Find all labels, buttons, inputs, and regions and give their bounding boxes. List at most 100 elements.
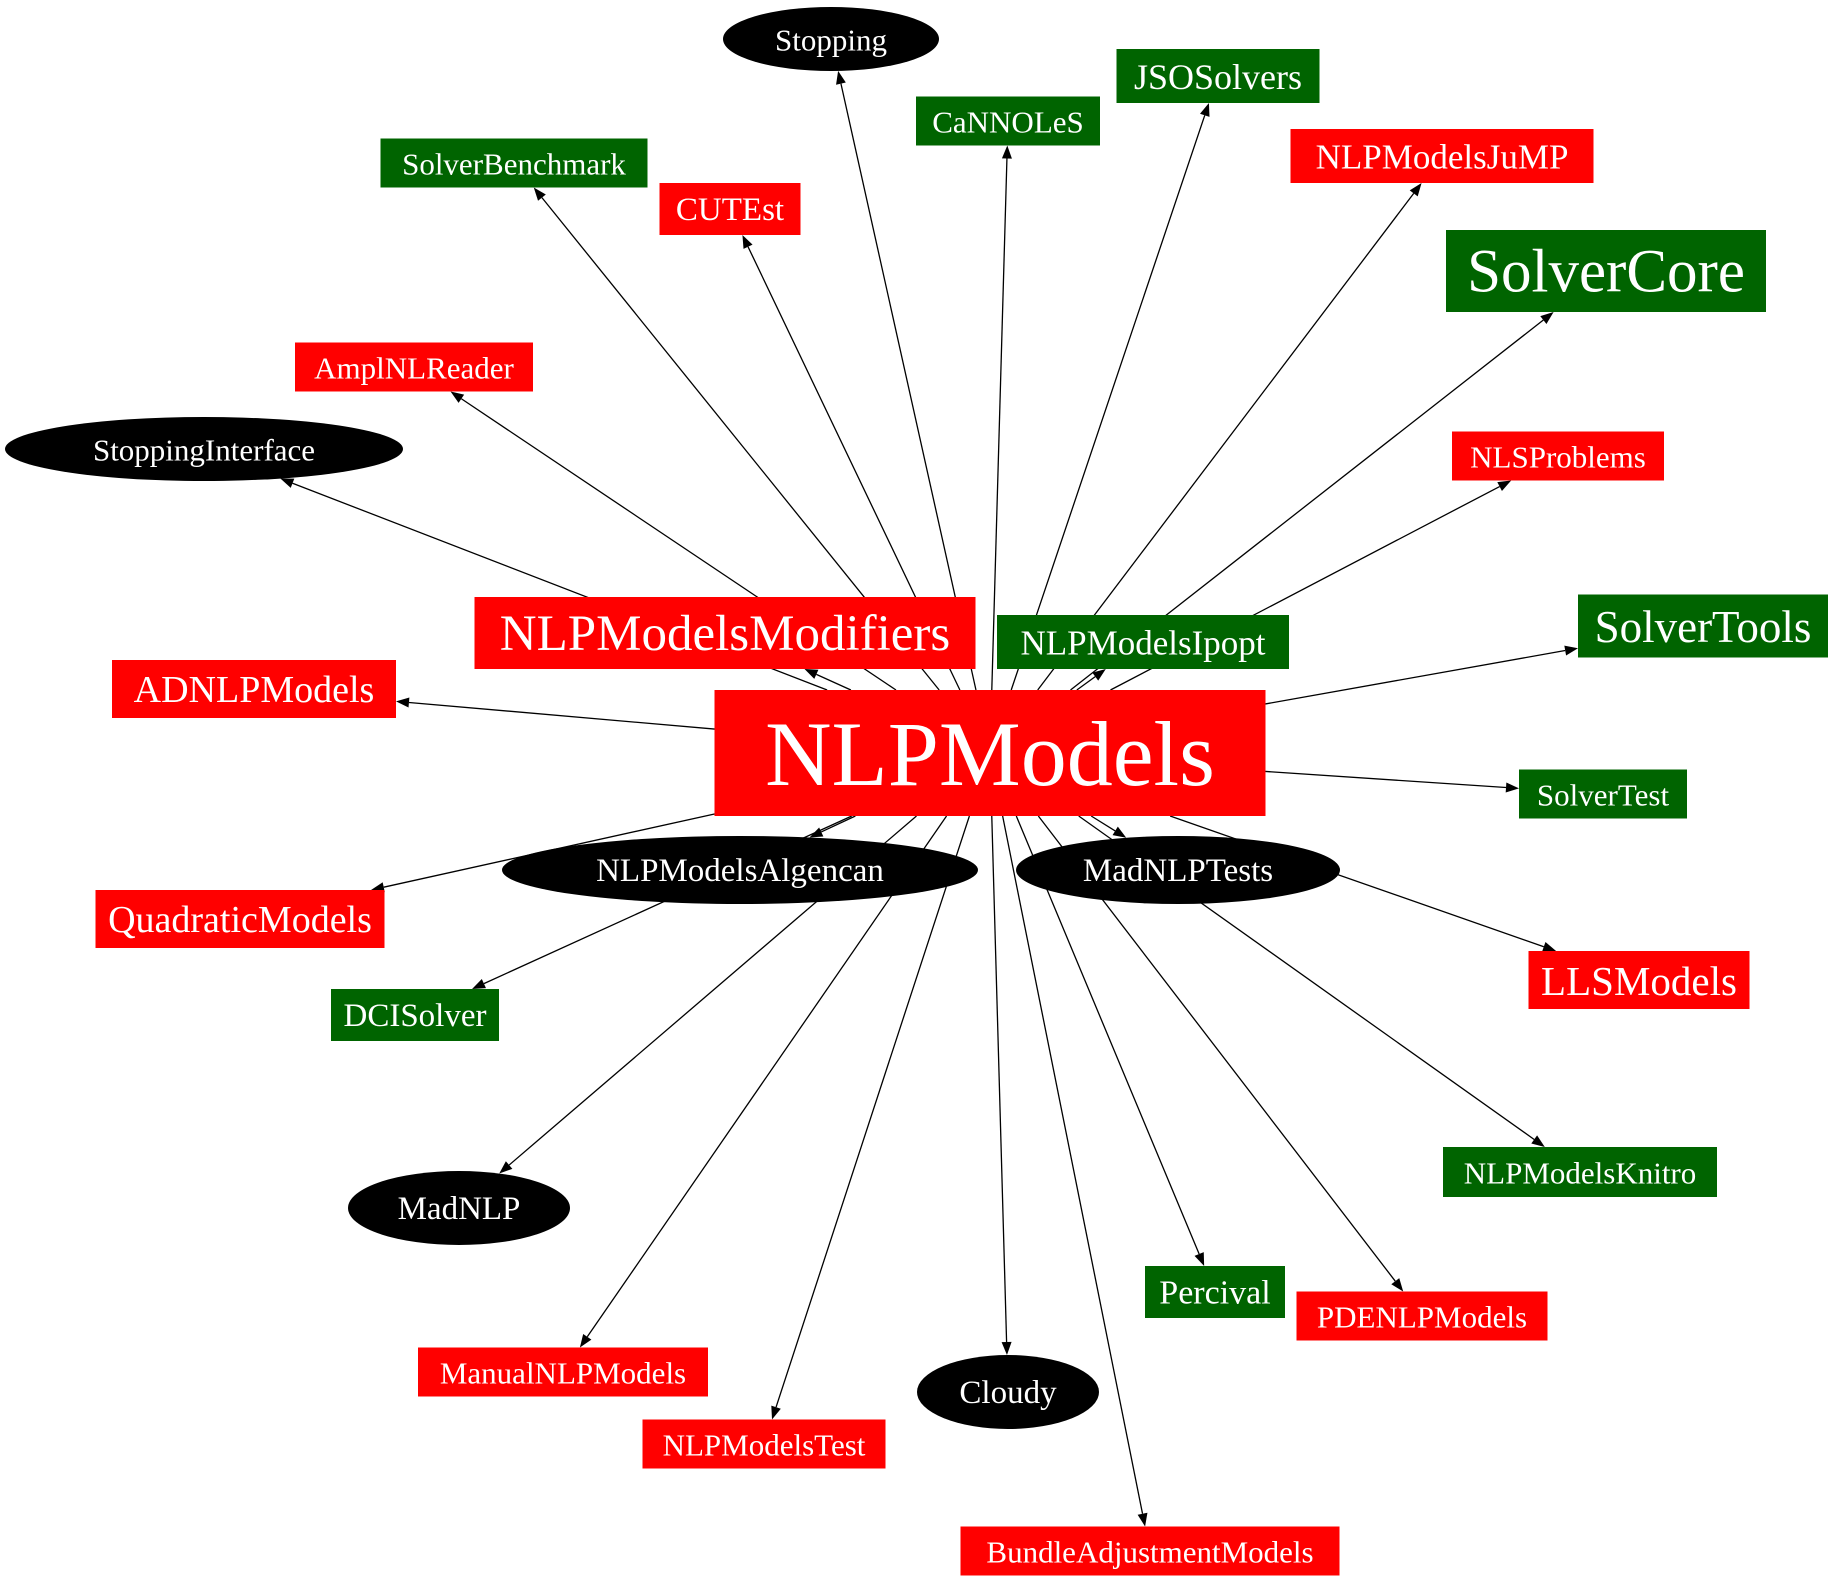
node-solvertest: SolverTest <box>1519 769 1687 819</box>
node-stopping: Stopping <box>723 7 939 71</box>
node-jsosolvers: JSOSolvers <box>1116 49 1320 103</box>
arrowhead-icon <box>1505 782 1519 793</box>
node-nlpmodelsmodifiers: NLPModelsModifiers <box>474 597 976 669</box>
node-label: NLPModels <box>765 703 1215 805</box>
edge-nlpmodels-nlpmodelstest <box>771 815 971 1420</box>
node-label: ADNLPModels <box>134 669 375 711</box>
node-shape <box>723 7 939 71</box>
node-label: NLPModelsIpopt <box>1021 624 1266 663</box>
node-dcisolver: DCISolver <box>331 989 499 1041</box>
node-shape <box>502 836 978 904</box>
edge-line <box>1001 815 1144 1514</box>
node-label: NLPModelsKnitro <box>1464 1156 1697 1191</box>
node-shape <box>1443 1147 1717 1197</box>
edge-nlpmodels-llsmodels <box>1169 815 1557 952</box>
node-shape <box>418 1347 708 1397</box>
node-cutest: CUTEst <box>659 183 801 235</box>
node-shape <box>1446 230 1766 312</box>
node-quadraticmodels: QuadraticModels <box>95 890 385 948</box>
edge-line <box>1037 192 1415 691</box>
arrowhead-icon <box>1112 826 1127 838</box>
edge-line <box>1169 815 1545 948</box>
node-label: MadNLP <box>398 1191 521 1227</box>
edge-nlpmodels-cannoles <box>991 145 1012 691</box>
node-nlpmodelsalgencan: NLPModelsAlgencan <box>502 836 978 904</box>
arrowhead-icon <box>1391 1278 1404 1292</box>
node-label: Cloudy <box>959 1375 1057 1411</box>
node-nlpmodelsknitro: NLPModelsKnitro <box>1443 1147 1717 1197</box>
node-shape <box>95 890 385 948</box>
node-nlpmodelstest: NLPModelsTest <box>642 1419 886 1469</box>
node-label: BundleAdjustmentModels <box>986 1535 1313 1570</box>
arrowhead-icon <box>1092 669 1106 681</box>
arrowhead-icon <box>1497 480 1512 491</box>
node-label: CUTEst <box>676 192 784 228</box>
node-label: LLSModels <box>1541 958 1737 1004</box>
node-shape <box>1528 951 1750 1009</box>
node-label: SolverTools <box>1595 602 1812 652</box>
node-label: NLPModelsJuMP <box>1316 138 1569 177</box>
arrowhead-icon <box>396 697 410 708</box>
arrowhead-icon <box>804 669 819 679</box>
node-label: Stopping <box>775 23 887 58</box>
node-shape <box>714 690 1266 816</box>
arrowhead-icon <box>579 1333 592 1348</box>
node-label: DCISolver <box>344 998 487 1034</box>
node-label: Percival <box>1159 1275 1270 1312</box>
arrowhead-icon <box>1194 1252 1205 1266</box>
edge-line <box>991 158 1008 691</box>
node-cannoles: CaNNOLeS <box>916 96 1100 146</box>
edge-nlpmodels-nlpmodelsmodifiers <box>804 669 852 691</box>
node-label: QuadraticModels <box>108 899 372 941</box>
node-label: NLPModelsModifiers <box>500 606 950 662</box>
node-label: StoppingInterface <box>93 433 315 468</box>
node-shape <box>659 183 801 235</box>
edge-nlpmodels-solvertools <box>1265 645 1578 705</box>
node-shape <box>917 1355 1099 1429</box>
node-label: MadNLPTests <box>1083 853 1273 889</box>
node-stoppinginterface: StoppingInterface <box>5 417 403 481</box>
node-shape <box>1290 129 1594 183</box>
arrowhead-icon <box>1542 941 1557 952</box>
node-amplnlreader: AmplNLReader <box>295 342 533 392</box>
arrowhead-icon <box>1137 1512 1148 1527</box>
arrowhead-icon <box>450 391 465 403</box>
node-solverbenchmark: SolverBenchmark <box>380 138 648 188</box>
edge-nlpmodels-jsosolvers <box>1010 103 1210 691</box>
node-shape <box>997 615 1289 669</box>
node-label: PDENLPModels <box>1317 1300 1527 1335</box>
node-shape <box>5 417 403 481</box>
node-bundleadjustmentmodels: BundleAdjustmentModels <box>960 1526 1340 1576</box>
arrowhead-icon <box>371 882 385 893</box>
node-shape <box>1452 431 1664 481</box>
arrowhead-icon <box>771 1405 781 1420</box>
node-shape <box>916 96 1100 146</box>
edge-nlpmodels-bundleadjustmentmodels <box>1001 815 1148 1527</box>
node-shape <box>1578 594 1828 658</box>
edge-line <box>1265 770 1507 789</box>
node-nlpmodelsipopt: NLPModelsIpopt <box>997 615 1289 669</box>
node-adnlpmodels: ADNLPModels <box>112 660 396 718</box>
node-shape <box>1116 49 1320 103</box>
node-shape <box>380 138 648 188</box>
edge-nlpmodels-stopping <box>836 70 977 691</box>
edge-line <box>1090 815 1116 832</box>
node-label: SolverCore <box>1467 239 1745 306</box>
node-shape <box>1519 769 1687 819</box>
node-solvercore: SolverCore <box>1446 230 1766 312</box>
node-label: AmplNLReader <box>314 351 514 386</box>
edge-nlpmodels-madnlptests <box>1090 815 1127 838</box>
edge-nlpmodels-solvertest <box>1265 770 1519 793</box>
edge-nlpmodels-nlpmodelsjump <box>1037 183 1422 691</box>
node-shape <box>1016 836 1340 904</box>
arrowhead-icon <box>1564 645 1578 656</box>
node-madnlptests: MadNLPTests <box>1016 836 1340 904</box>
node-label: NLPModelsTest <box>663 1428 866 1463</box>
arrowhead-icon <box>1200 103 1210 117</box>
node-madnlp: MadNLP <box>348 1171 570 1245</box>
node-label: NLSProblems <box>1470 440 1646 475</box>
node-llsmodels: LLSModels <box>1528 951 1750 1009</box>
arrowhead-icon <box>499 1161 513 1174</box>
node-label: SolverTest <box>1537 778 1670 813</box>
